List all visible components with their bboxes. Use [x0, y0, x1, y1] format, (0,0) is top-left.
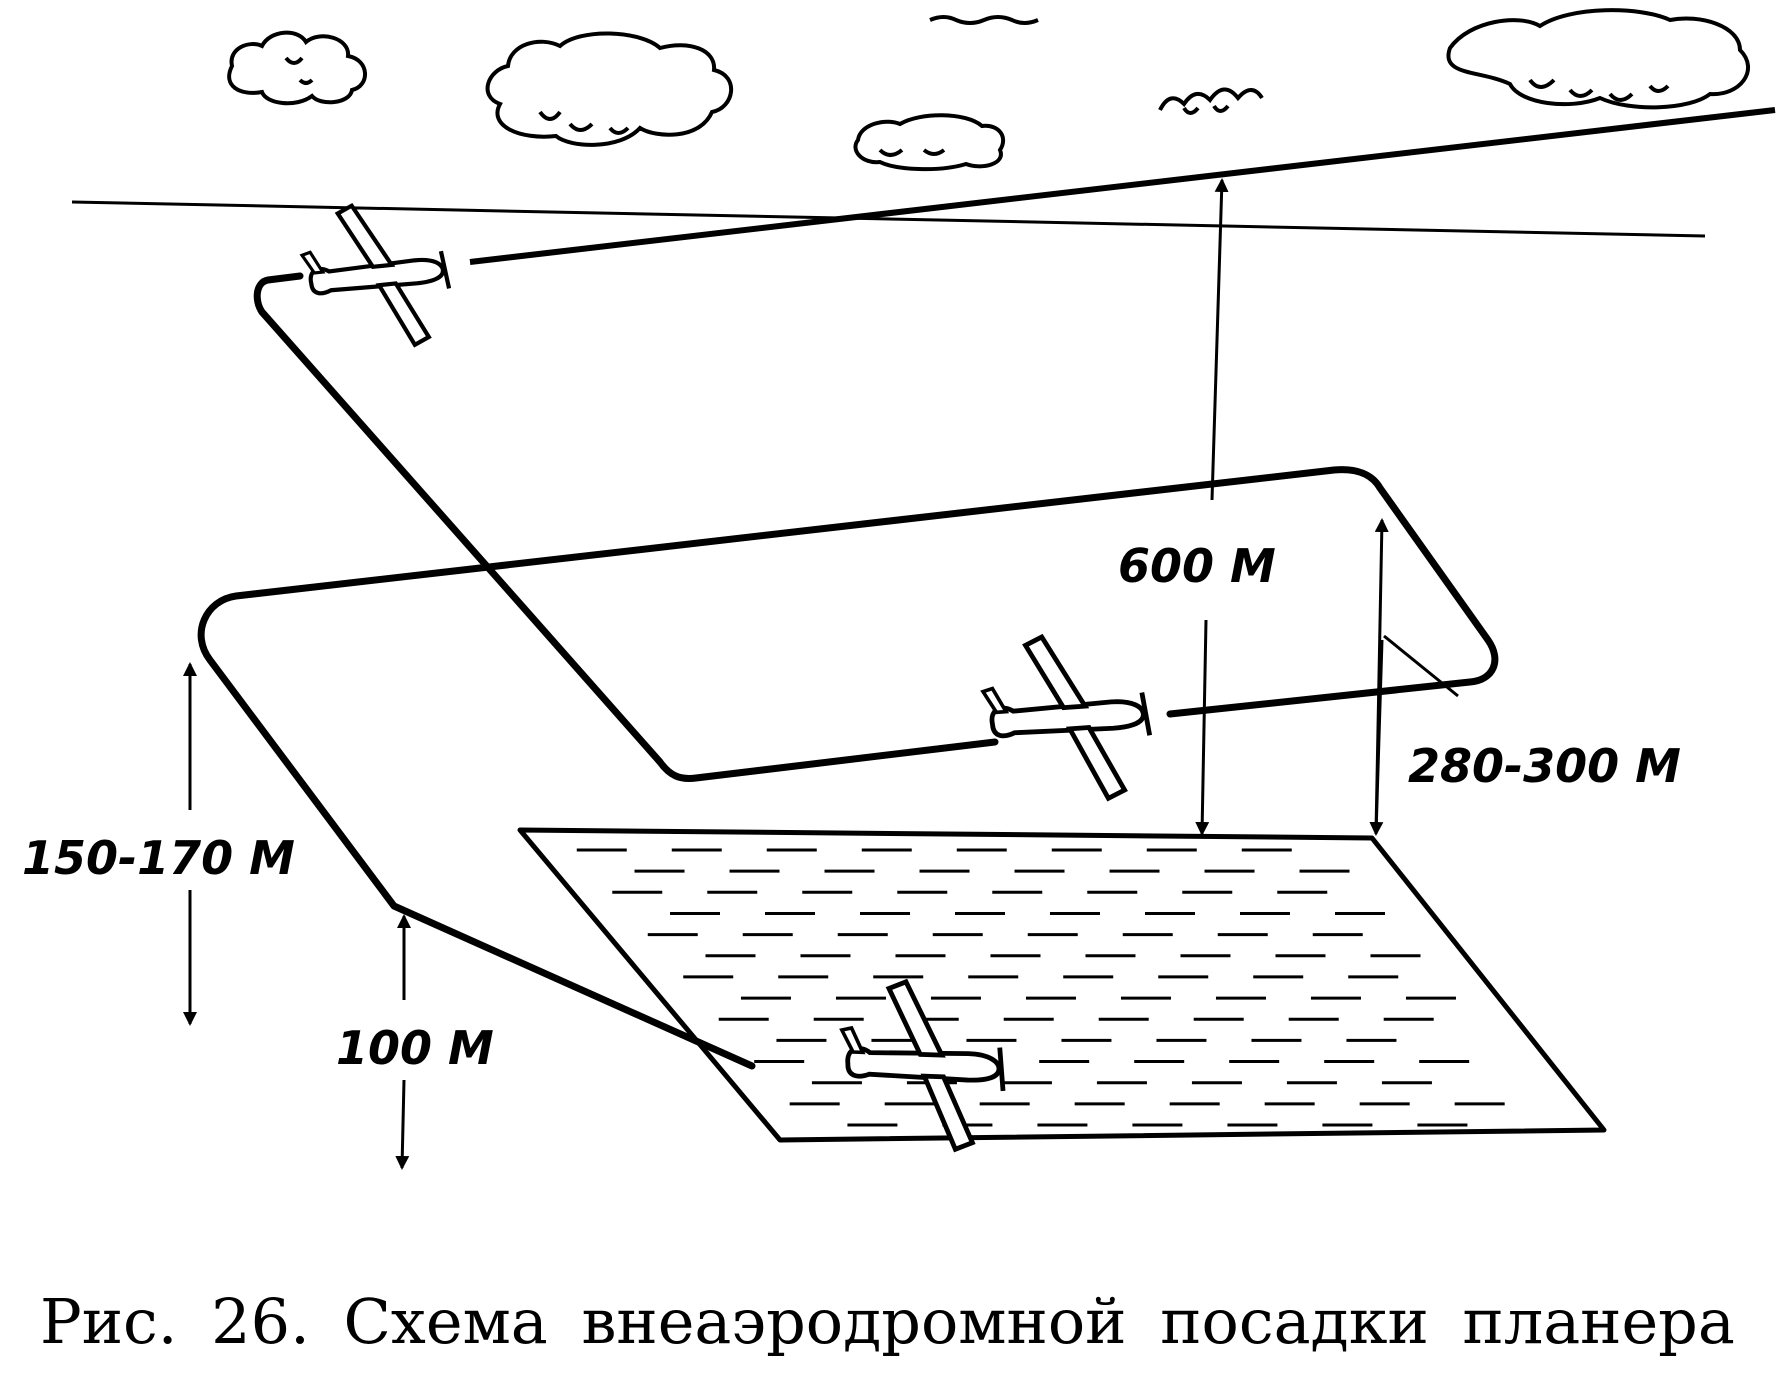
- cloud-icon: [1446, 8, 1751, 110]
- figure-caption: Рис. 26. Схема внеаэродромной посадки пл…: [40, 1285, 1735, 1358]
- flight-path: [253, 272, 999, 782]
- altitude-arrow-600: [1210, 178, 1229, 501]
- release-altitude-line: [469, 107, 1776, 265]
- horizon-line: [71, 200, 1706, 238]
- cloud-icon: [929, 15, 1264, 115]
- flight-path: [197, 466, 1499, 1070]
- altitude-arrow-100: [395, 1079, 410, 1170]
- glider-icon: [979, 630, 1153, 807]
- cloud-icon: [227, 30, 367, 106]
- glider-icon: [297, 196, 454, 355]
- label-150-170m: 150-170 М: [22, 831, 295, 885]
- landing-field: [517, 827, 1607, 1143]
- label-600m: 600 М: [1118, 539, 1276, 593]
- cloud-icon: [485, 31, 733, 147]
- cloud-icon: [853, 113, 1006, 172]
- label-280-300m: 280-300 М: [1408, 739, 1681, 793]
- altitude-arrow-280-300: [1369, 639, 1384, 836]
- label-100m: 100 М: [336, 1021, 494, 1075]
- altitude-arrow-600: [1195, 619, 1210, 836]
- leader-line: [1383, 634, 1459, 698]
